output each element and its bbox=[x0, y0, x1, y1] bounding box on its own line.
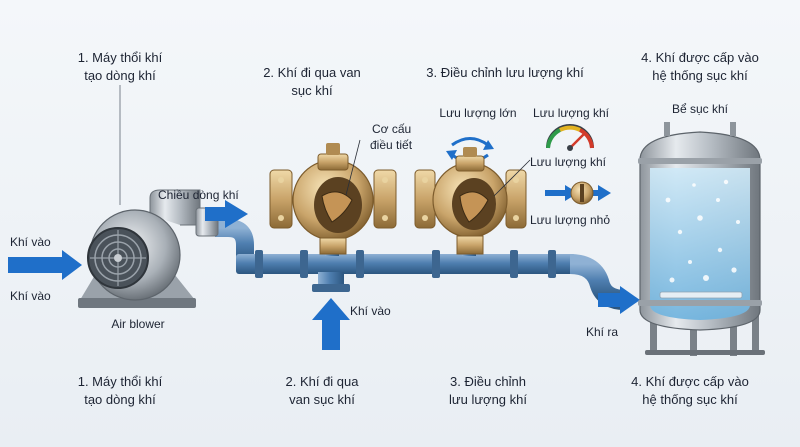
flow-gauge-icon bbox=[546, 124, 594, 151]
air-blower-icon bbox=[78, 189, 219, 308]
step2-bottom-line1: 2. Khí đi qua bbox=[286, 374, 360, 389]
air-out-label: Khí ra bbox=[586, 325, 618, 339]
small-flow-arrow-right bbox=[585, 185, 611, 201]
small-flow-arrow-left bbox=[545, 185, 578, 201]
valve-icon bbox=[269, 139, 397, 255]
air-in-arrow-top bbox=[8, 250, 82, 280]
flow-direction-label: Chiều dòng khí bbox=[158, 188, 239, 202]
step2-top-line1: 2. Khí đi qua van bbox=[263, 65, 361, 80]
flow-direction-arrow bbox=[205, 200, 248, 228]
air-out-arrow bbox=[598, 286, 640, 314]
step4-top-line2: hệ thống sục khí bbox=[652, 68, 748, 83]
flow-arrows bbox=[8, 185, 640, 350]
step1-top-line2: tạo dòng khí bbox=[84, 68, 156, 83]
step4-bottom-line2: hệ thống sục khí bbox=[642, 392, 738, 407]
air-in-valve-arrow bbox=[312, 298, 350, 350]
mechanism-label-line2: điều tiết bbox=[370, 138, 413, 152]
small-flow-label: Lưu lượng nhỏ bbox=[530, 213, 610, 227]
air-in-label-bottom: Khí vào bbox=[10, 289, 51, 303]
large-flow-label: Lưu lượng lớn bbox=[439, 106, 516, 120]
step4-bottom-line1: 4. Khí được cấp vào bbox=[631, 374, 749, 389]
flow-meter-label: Lưu lượng khí bbox=[530, 155, 607, 169]
step3-top: 3. Điều chỉnh lưu lượng khí bbox=[426, 65, 584, 80]
step2-top-line2: sục khí bbox=[291, 83, 333, 98]
step1-bottom-line1: 1. Máy thổi khí bbox=[78, 374, 163, 389]
step4-top-line1: 4. Khí được cấp vào bbox=[641, 50, 759, 65]
aeration-tank-icon bbox=[638, 122, 765, 356]
step3-bottom-line1: 3. Điều chỉnh bbox=[450, 374, 526, 389]
step2-bottom-line2: van sục khí bbox=[289, 392, 355, 407]
step1-bottom-line2: tạo dòng khí bbox=[84, 392, 156, 407]
small-valve-disc bbox=[570, 181, 594, 205]
aeration-tank-label: Bể sục khí bbox=[672, 102, 729, 116]
mechanism-label-line1: Cơ cấu bbox=[372, 122, 411, 136]
air-blower-label: Air blower bbox=[111, 317, 164, 331]
air-in-valve-label: Khí vào bbox=[350, 304, 391, 318]
flow-meter-top-label: Lưu lượng khí bbox=[533, 106, 610, 120]
air-in-label-top: Khí vào bbox=[10, 235, 51, 249]
step3-bottom-line2: lưu lượng khí bbox=[449, 392, 527, 407]
valve-icon bbox=[414, 147, 531, 255]
main-pipe bbox=[215, 219, 626, 310]
step1-top-line1: 1. Máy thổi khí bbox=[78, 50, 163, 65]
